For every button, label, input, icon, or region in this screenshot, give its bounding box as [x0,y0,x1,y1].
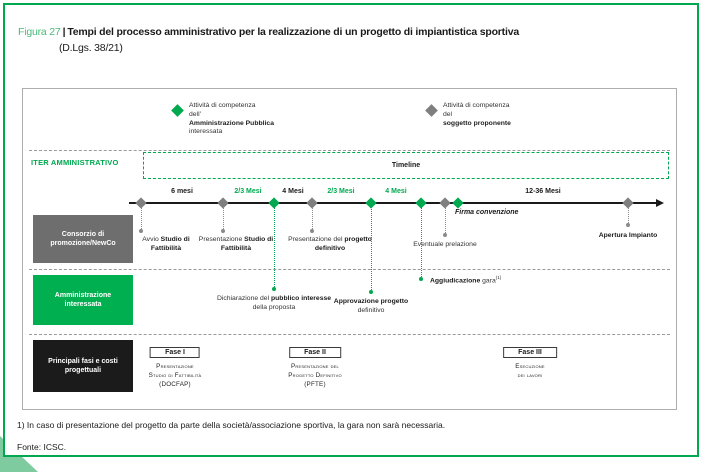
fase-3-box: Fase III [503,347,557,358]
dot-aggiudicazione-icon [419,277,423,281]
dot-approvazione-icon [369,290,373,294]
legend-proponent-label: Attività di competenza del soggetto prop… [443,102,511,128]
dot-pubblico-interesse-icon [272,287,276,291]
dot-progetto-definitivo-icon [310,229,314,233]
iter-amministrativo-label: ITER AMMINISTRATIVO [31,158,119,167]
figure-title: Figura 27|Tempi del processo amministrat… [18,24,690,57]
source-note: Fonte: ICSC. [17,442,67,452]
event-aggiudicazione: Aggiudicazione gara(1) [430,275,502,285]
legend-public-label: Attività di competenza dell'Amministrazi… [189,102,274,137]
event-approvazione: Approvazione progetto definitivo [333,298,409,314]
legend-proponent-line2: del soggetto proponente [443,110,511,127]
marker-firma-convenzione-icon [452,197,464,209]
firma-convenzione-label: Firma convenzione [455,209,519,216]
dot-apertura-icon [626,223,630,227]
fase-1-box: Fase I [150,347,200,358]
figure-frame: Figura 27|Tempi del processo amministrat… [3,3,699,457]
connector-presentazione-studio [223,207,224,229]
connector-progetto-definitivo [312,207,313,229]
separator-top [29,150,670,151]
event-progetto-definitivo: Presentazione del progetto definitivo [288,236,372,252]
timeline-label: Timeline [391,162,421,169]
event-prelazione: Eventuale prelazione [413,241,477,248]
timeline-dashed-box: Timeline [143,152,669,179]
event-apertura-impianto: Apertura Impianto [598,232,658,239]
interval-12-36-mesi: 12-36 Mesi [525,188,561,195]
legend-public-line1: Attività di competenza [189,102,256,109]
dot-prelazione-icon [443,233,447,237]
dot-presentazione-studio-icon [221,229,225,233]
timeline-axis [129,202,657,204]
row-consorzio-box: Consorzio di promozione/NewCo [33,215,133,263]
legend-public-diamond-icon [171,104,184,117]
connector-apertura [628,207,629,223]
connector-avvio [141,207,142,229]
footnote: 1) In caso di presentazione del progetto… [17,420,446,430]
row-fasi-box: Principali fasi e costi progettuali [33,340,133,392]
connector-aggiudicazione [421,207,422,277]
fase-2-box: Fase II [289,347,341,358]
event-presentazione-studio: Presentazione Studio di Fattibilità [198,236,274,252]
connector-prelazione [445,207,446,233]
connector-approvazione [371,207,372,290]
event-avvio-studio: Avvio Studio di Fattibilità [142,236,190,252]
event-pubblico-interesse: Dichiarazione del pubblico interesse del… [216,295,332,311]
interval-2-3-mesi-b: 2/3 Mesi [327,188,355,195]
legend-proponent-diamond-icon [425,104,438,117]
figure-number: Figura 27 [18,26,61,38]
row-amministrazione-box: Amministrazione interessata [33,275,133,325]
title-separator: | [62,26,66,38]
interval-2-3-mesi-a: 2/3 Mesi [234,188,262,195]
legend-public-line3: interessata [189,128,223,136]
interval-4-mesi-a: 4 Mesi [282,188,304,195]
separator-consorzio-amministrazione [29,269,670,270]
dot-avvio-icon [139,229,143,233]
timeline-arrowhead-icon [656,199,664,207]
figure-subtitle: (D.Lgs. 38/21) [59,42,123,55]
legend-proponent-line1: Attività di competenza [443,102,510,109]
figure-title-text: Tempi del processo amministrativo per la… [67,26,519,38]
interval-6-mesi: 6 mesi [171,188,193,195]
legend-public-line2: dell'Amministrazione Pubblica [189,110,274,127]
interval-4-mesi-b: 4 Mesi [385,188,407,195]
connector-pubblico-interesse [274,207,275,287]
separator-amministrazione-fasi [29,334,670,335]
diagram-panel: Attività di competenza dell'Amministrazi… [22,88,677,410]
